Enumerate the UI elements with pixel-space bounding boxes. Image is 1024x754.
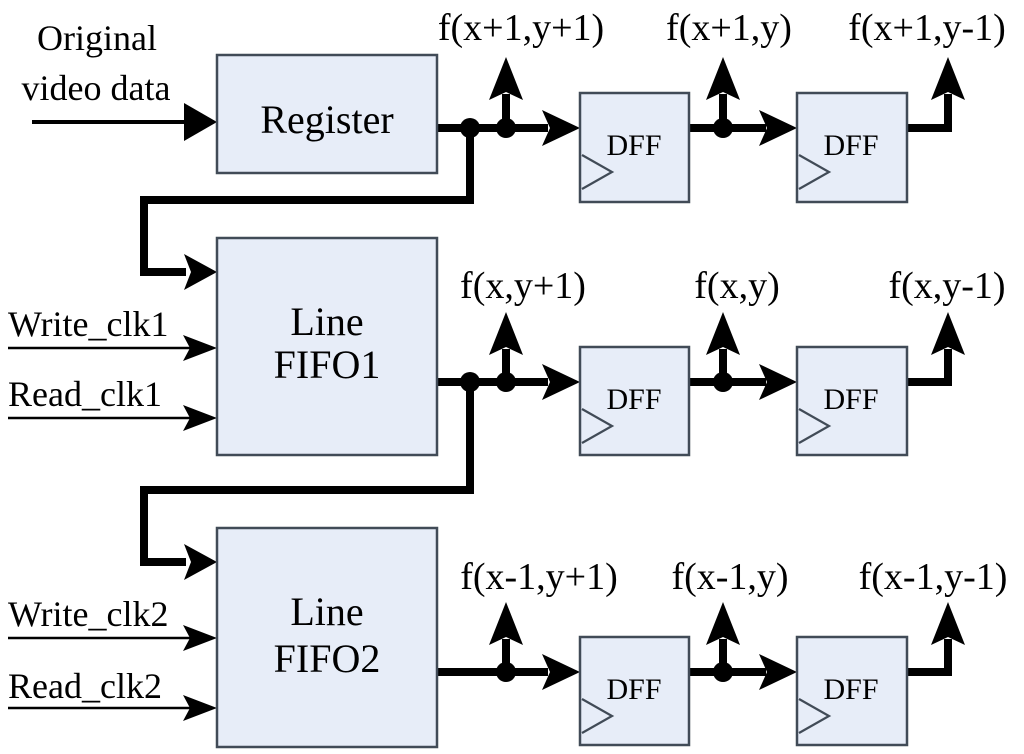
clock-edge-triangle-icon	[581, 408, 615, 444]
fifo1-label-line1: Line	[290, 299, 363, 344]
dff-label: DFF	[823, 383, 878, 416]
clock-edge-triangle-icon	[798, 408, 832, 444]
dff-block	[578, 635, 691, 747]
line-fifo1-block	[215, 236, 439, 457]
dff-block	[795, 345, 909, 457]
row1-wires	[32, 57, 965, 290]
blocks	[215, 53, 909, 749]
write-clk2-label: Write_clk2	[8, 594, 169, 634]
dff-input-arrowhead-icon	[542, 110, 580, 146]
tap-label-row2-col2: f(x,y)	[694, 265, 779, 307]
up-arrowhead-icon	[489, 602, 523, 645]
up-arrowhead-icon	[931, 57, 965, 100]
write-clk1-label: Write_clk1	[8, 304, 169, 344]
clock-edge-triangle-icon	[798, 698, 832, 734]
tap-label-row1-col2: f(x+1,y)	[666, 7, 792, 49]
register-to-fifo1-wire	[140, 128, 474, 276]
up-arrowhead-icon	[706, 312, 740, 355]
dff-label: DFF	[606, 383, 661, 416]
row3-wires	[8, 602, 965, 721]
clk-arrowhead-icon	[183, 405, 217, 431]
up-arrowhead-icon	[706, 602, 740, 645]
tap-label-row3-col3: f(x-1,y-1)	[859, 556, 1008, 598]
dff-block	[578, 91, 691, 204]
read-clk1-label: Read_clk1	[8, 374, 162, 414]
clock-edge-triangle-icon	[798, 154, 832, 190]
original-video-data-arrowhead-icon	[184, 103, 217, 141]
tap-label-row2-col1: f(x,y+1)	[460, 265, 586, 307]
original-video-data-label-line2: video data	[22, 68, 171, 108]
clk-arrowhead-icon	[183, 335, 217, 361]
fifo2-label-line1: Line	[290, 589, 363, 634]
dff2-output-wire	[907, 639, 952, 676]
line-fifo2-block	[215, 526, 439, 749]
dff-input-arrowhead-icon	[542, 364, 580, 400]
dff-input-arrowhead-icon	[759, 364, 797, 400]
fifo2-label-line2: FIFO2	[274, 636, 381, 681]
row2-wires	[8, 312, 965, 580]
fifo1-input-arrowhead-icon	[184, 254, 217, 290]
register-label: Register	[260, 97, 393, 142]
dff-label: DFF	[823, 129, 878, 162]
dff2-output-wire	[907, 349, 952, 386]
dff-input-arrowhead-icon	[759, 110, 797, 146]
up-arrowhead-icon	[489, 57, 523, 100]
tap-label-row1-col3: f(x+1,y-1)	[848, 7, 1006, 49]
original-video-data-label-line1: Original	[37, 18, 157, 58]
dff2-output-wire	[907, 94, 952, 132]
fifo1-label-line2: FIFO1	[274, 342, 381, 387]
tap-label-row3-col1: f(x-1,y+1)	[460, 556, 618, 598]
labels: Original video data Write_clk1 Read_clk1…	[8, 7, 1007, 706]
up-arrowhead-icon	[931, 312, 965, 355]
read-clk2-label: Read_clk2	[8, 666, 162, 706]
tap-label-row3-col2: f(x-1,y)	[671, 556, 788, 598]
clk-arrowhead-icon	[183, 625, 217, 651]
fifo1-to-fifo2-wire	[140, 382, 474, 566]
dff-label: DFF	[606, 673, 661, 706]
dff-input-arrowhead-icon	[759, 654, 797, 690]
tap-label-row2-col3: f(x,y-1)	[888, 265, 1005, 307]
dff-block	[795, 91, 909, 204]
dff-block	[578, 345, 691, 457]
fifo2-input-arrowhead-icon	[184, 544, 217, 580]
dff-label: DFF	[823, 673, 878, 706]
tap-label-row1-col1: f(x+1,y+1)	[438, 7, 604, 49]
dff-input-arrowhead-icon	[542, 654, 580, 690]
dff-label: DFF	[606, 129, 661, 162]
register-block	[215, 53, 439, 175]
up-arrowhead-icon	[931, 602, 965, 645]
up-arrowhead-icon	[706, 57, 740, 100]
clk-arrowhead-icon	[183, 695, 217, 721]
clock-edge-triangle-icon	[581, 154, 615, 190]
up-arrowhead-icon	[489, 312, 523, 355]
dff-block	[795, 635, 909, 747]
clock-edge-triangle-icon	[581, 698, 615, 734]
